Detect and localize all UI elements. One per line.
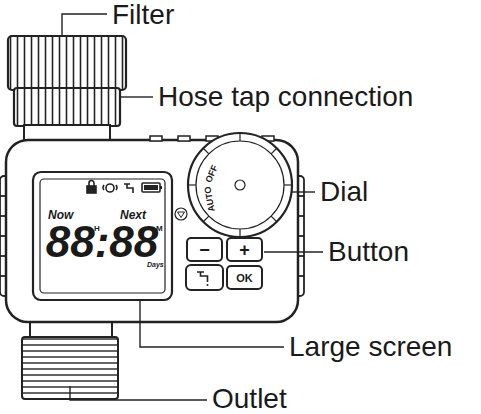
callout-label: Hose tap connection bbox=[158, 83, 413, 111]
callout-label: Filter bbox=[112, 1, 174, 29]
minus-button: − bbox=[186, 237, 223, 262]
node-text: + bbox=[239, 241, 250, 259]
ok-button: OK bbox=[226, 265, 263, 290]
filter-cap bbox=[8, 36, 126, 142]
node-text: OK bbox=[236, 272, 253, 283]
callout-label: Large screen bbox=[289, 333, 452, 361]
plus-button: + bbox=[226, 237, 263, 262]
node-text: − bbox=[199, 241, 210, 259]
lcd-screen: NowNext88:88HMDays bbox=[40, 179, 165, 293]
node-text: H bbox=[94, 225, 100, 233]
mode-dial: OFF AUTO bbox=[188, 133, 292, 237]
screen-icons bbox=[87, 181, 162, 193]
node-text: AUTO bbox=[203, 186, 216, 213]
status-symbol bbox=[175, 208, 187, 220]
callout-label: Button bbox=[328, 238, 409, 266]
dial-ring bbox=[188, 133, 292, 237]
node-text: Days bbox=[147, 261, 164, 268]
screen-frame bbox=[33, 172, 172, 300]
manual-button bbox=[186, 265, 223, 290]
node-text: 88:88 bbox=[46, 220, 159, 264]
leader-lines bbox=[62, 14, 323, 400]
node-text: M bbox=[156, 225, 163, 233]
callout-label: Outlet bbox=[212, 385, 287, 413]
callout-label: Dial bbox=[320, 178, 368, 206]
node-text: OFF bbox=[204, 164, 219, 184]
